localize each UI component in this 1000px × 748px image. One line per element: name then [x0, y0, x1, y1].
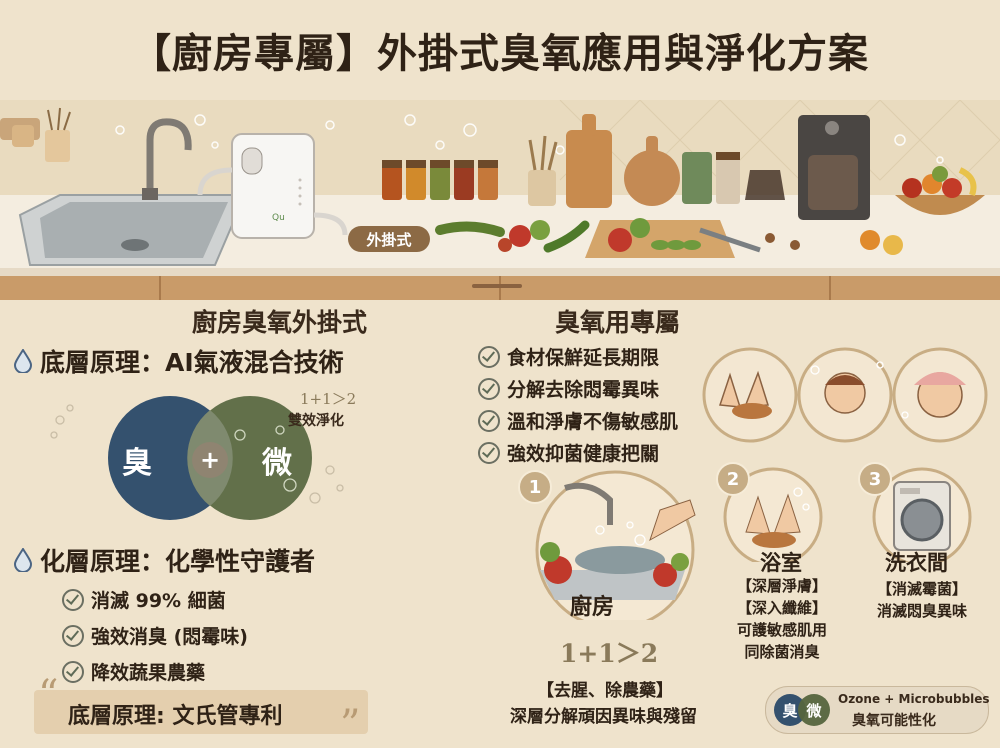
- scene-laundry-illustration: [872, 467, 972, 562]
- check-item: 消滅 99% 細菌: [62, 586, 248, 613]
- badge-line2: 臭氧可能性化: [852, 713, 936, 729]
- venn-note-top: 1+1＞2: [300, 390, 357, 408]
- venn-diagram: 臭 + 微 1+1＞2 雙效淨化: [40, 380, 370, 530]
- scene-number: 1: [528, 476, 542, 498]
- check-item-text: 強效消臭 (悶霉味): [91, 626, 248, 648]
- kitchen-illustration: Qu: [0, 100, 1000, 300]
- scene-number-badge: 2: [716, 462, 750, 496]
- badge-micro-char: 微: [806, 701, 822, 720]
- venn-shapes: [50, 396, 344, 520]
- quote-box: “ 底層原理: 文氏管專利 ”: [34, 672, 368, 748]
- venn-plus-text: +: [199, 446, 221, 474]
- scene-bathroom-illustration: [723, 467, 823, 562]
- scene-number: 2: [726, 468, 740, 490]
- scene-number: 3: [868, 468, 882, 490]
- badge-micro-circle: 微: [798, 694, 830, 726]
- principle-chemical-text: 化層原理：化學性守護者: [40, 547, 316, 576]
- scene-laundry-line: 【消滅霉菌】: [876, 580, 967, 598]
- water-drop-icon: [14, 548, 32, 572]
- venn-left-label: 臭: [122, 446, 152, 481]
- principle-ai-text: 底層原理：AI氣液混合技術: [40, 348, 344, 377]
- check-item: 溫和淨膚不傷敏感肌: [478, 407, 678, 434]
- scene-bathroom-line: 【深層淨膚】: [736, 577, 827, 595]
- scene-bathroom-line: 同除菌消臭: [744, 643, 820, 661]
- check-icon: [478, 345, 500, 368]
- check-item: 強效消臭 (悶霉味): [62, 622, 248, 649]
- ozone-microbubbles-badge: 臭 微 Ozone + Microbubbles 臭氧可能性化: [765, 686, 990, 734]
- scene-kitchen-title: 廚房: [570, 595, 615, 620]
- scene-kitchen-illustration: [535, 470, 696, 620]
- principle-chemical: 化層原理：化學性守護者: [14, 542, 315, 578]
- check-item-text: 分解去除悶霉異味: [507, 379, 660, 401]
- check-item-text: 食材保鮮延長期限: [507, 347, 660, 369]
- water-drop-icon: [14, 349, 32, 373]
- scene-number-badge: 1: [518, 470, 552, 504]
- badge-ozone-char: 臭: [782, 701, 798, 720]
- check-icon: [478, 377, 500, 400]
- right-check-list: 食材保鮮延長期限 分解去除悶霉異味 溫和淨膚不傷敏感肌 強效抑菌健康把關: [478, 343, 678, 466]
- scene-kitchen-desc1: 【去腥、除農藥】: [537, 681, 673, 701]
- venn-right-label: 微: [262, 446, 292, 481]
- scene-bathroom-line: 【深入纖維】: [736, 599, 827, 617]
- scene-laundry-lines: 【消滅霉菌】 消滅悶臭異味: [852, 578, 992, 622]
- device-badge-label: 外掛式: [366, 230, 412, 249]
- venn-note-bottom: 雙效淨化: [288, 413, 344, 429]
- check-item: 食材保鮮延長期限: [478, 343, 678, 370]
- scene-kitchen-formula: 1+1＞2: [560, 639, 659, 668]
- venn-plus-icon: +: [192, 442, 228, 478]
- scene-bathroom-title: 浴室: [760, 551, 802, 575]
- scene-laundry-line: 消滅悶臭異味: [876, 602, 967, 620]
- check-icon: [62, 588, 84, 611]
- scene-number-badge: 3: [858, 462, 892, 496]
- check-icon: [62, 660, 84, 683]
- device-badge: 外掛式: [348, 226, 430, 252]
- check-item-text: 消滅 99% 細菌: [91, 590, 226, 612]
- left-section-title: 廚房臭氧外掛式: [192, 308, 368, 337]
- scene-kitchen-desc2: 深層分解頑因異味與殘留: [510, 707, 697, 727]
- check-item-text: 強效抑菌健康把關: [507, 443, 660, 465]
- quote-close-icon: ”: [340, 702, 361, 748]
- check-item-text: 降效蔬果農藥: [91, 662, 206, 684]
- check-item: 強效抑菌健康把關: [478, 439, 678, 466]
- check-item-text: 溫和淨膚不傷敏感肌: [507, 411, 679, 433]
- quote-open-icon: “: [38, 672, 59, 718]
- check-item: 降效蔬果農藥: [62, 658, 248, 685]
- device-logo: Qu: [272, 213, 285, 223]
- quote-text: 底層原理: 文氏管專利: [68, 704, 283, 729]
- check-icon: [478, 409, 500, 432]
- badge-line1: Ozone + Microbubbles: [838, 692, 990, 706]
- scene-bathroom-line: 可護敏感肌用: [736, 621, 827, 639]
- principle-ai: 底層原理：AI氣液混合技術: [14, 343, 344, 379]
- page-title: 【廚房專屬】外掛式臭氧應用與淨化方案: [131, 31, 869, 77]
- scene-bathroom-lines: 【深層淨膚】 【深入纖維】 可護敏感肌用 同除菌消臭: [712, 575, 852, 663]
- left-check-list: 消滅 99% 細菌 強效消臭 (悶霉味) 降效蔬果農藥: [62, 586, 248, 685]
- scene-laundry-title: 洗衣間: [885, 551, 948, 575]
- check-item: 分解去除悶霉異味: [478, 375, 678, 402]
- check-icon: [478, 441, 500, 464]
- check-icon: [62, 624, 84, 647]
- right-section-title: 臭氧用專屬: [555, 308, 681, 337]
- care-illustrations: [702, 347, 988, 443]
